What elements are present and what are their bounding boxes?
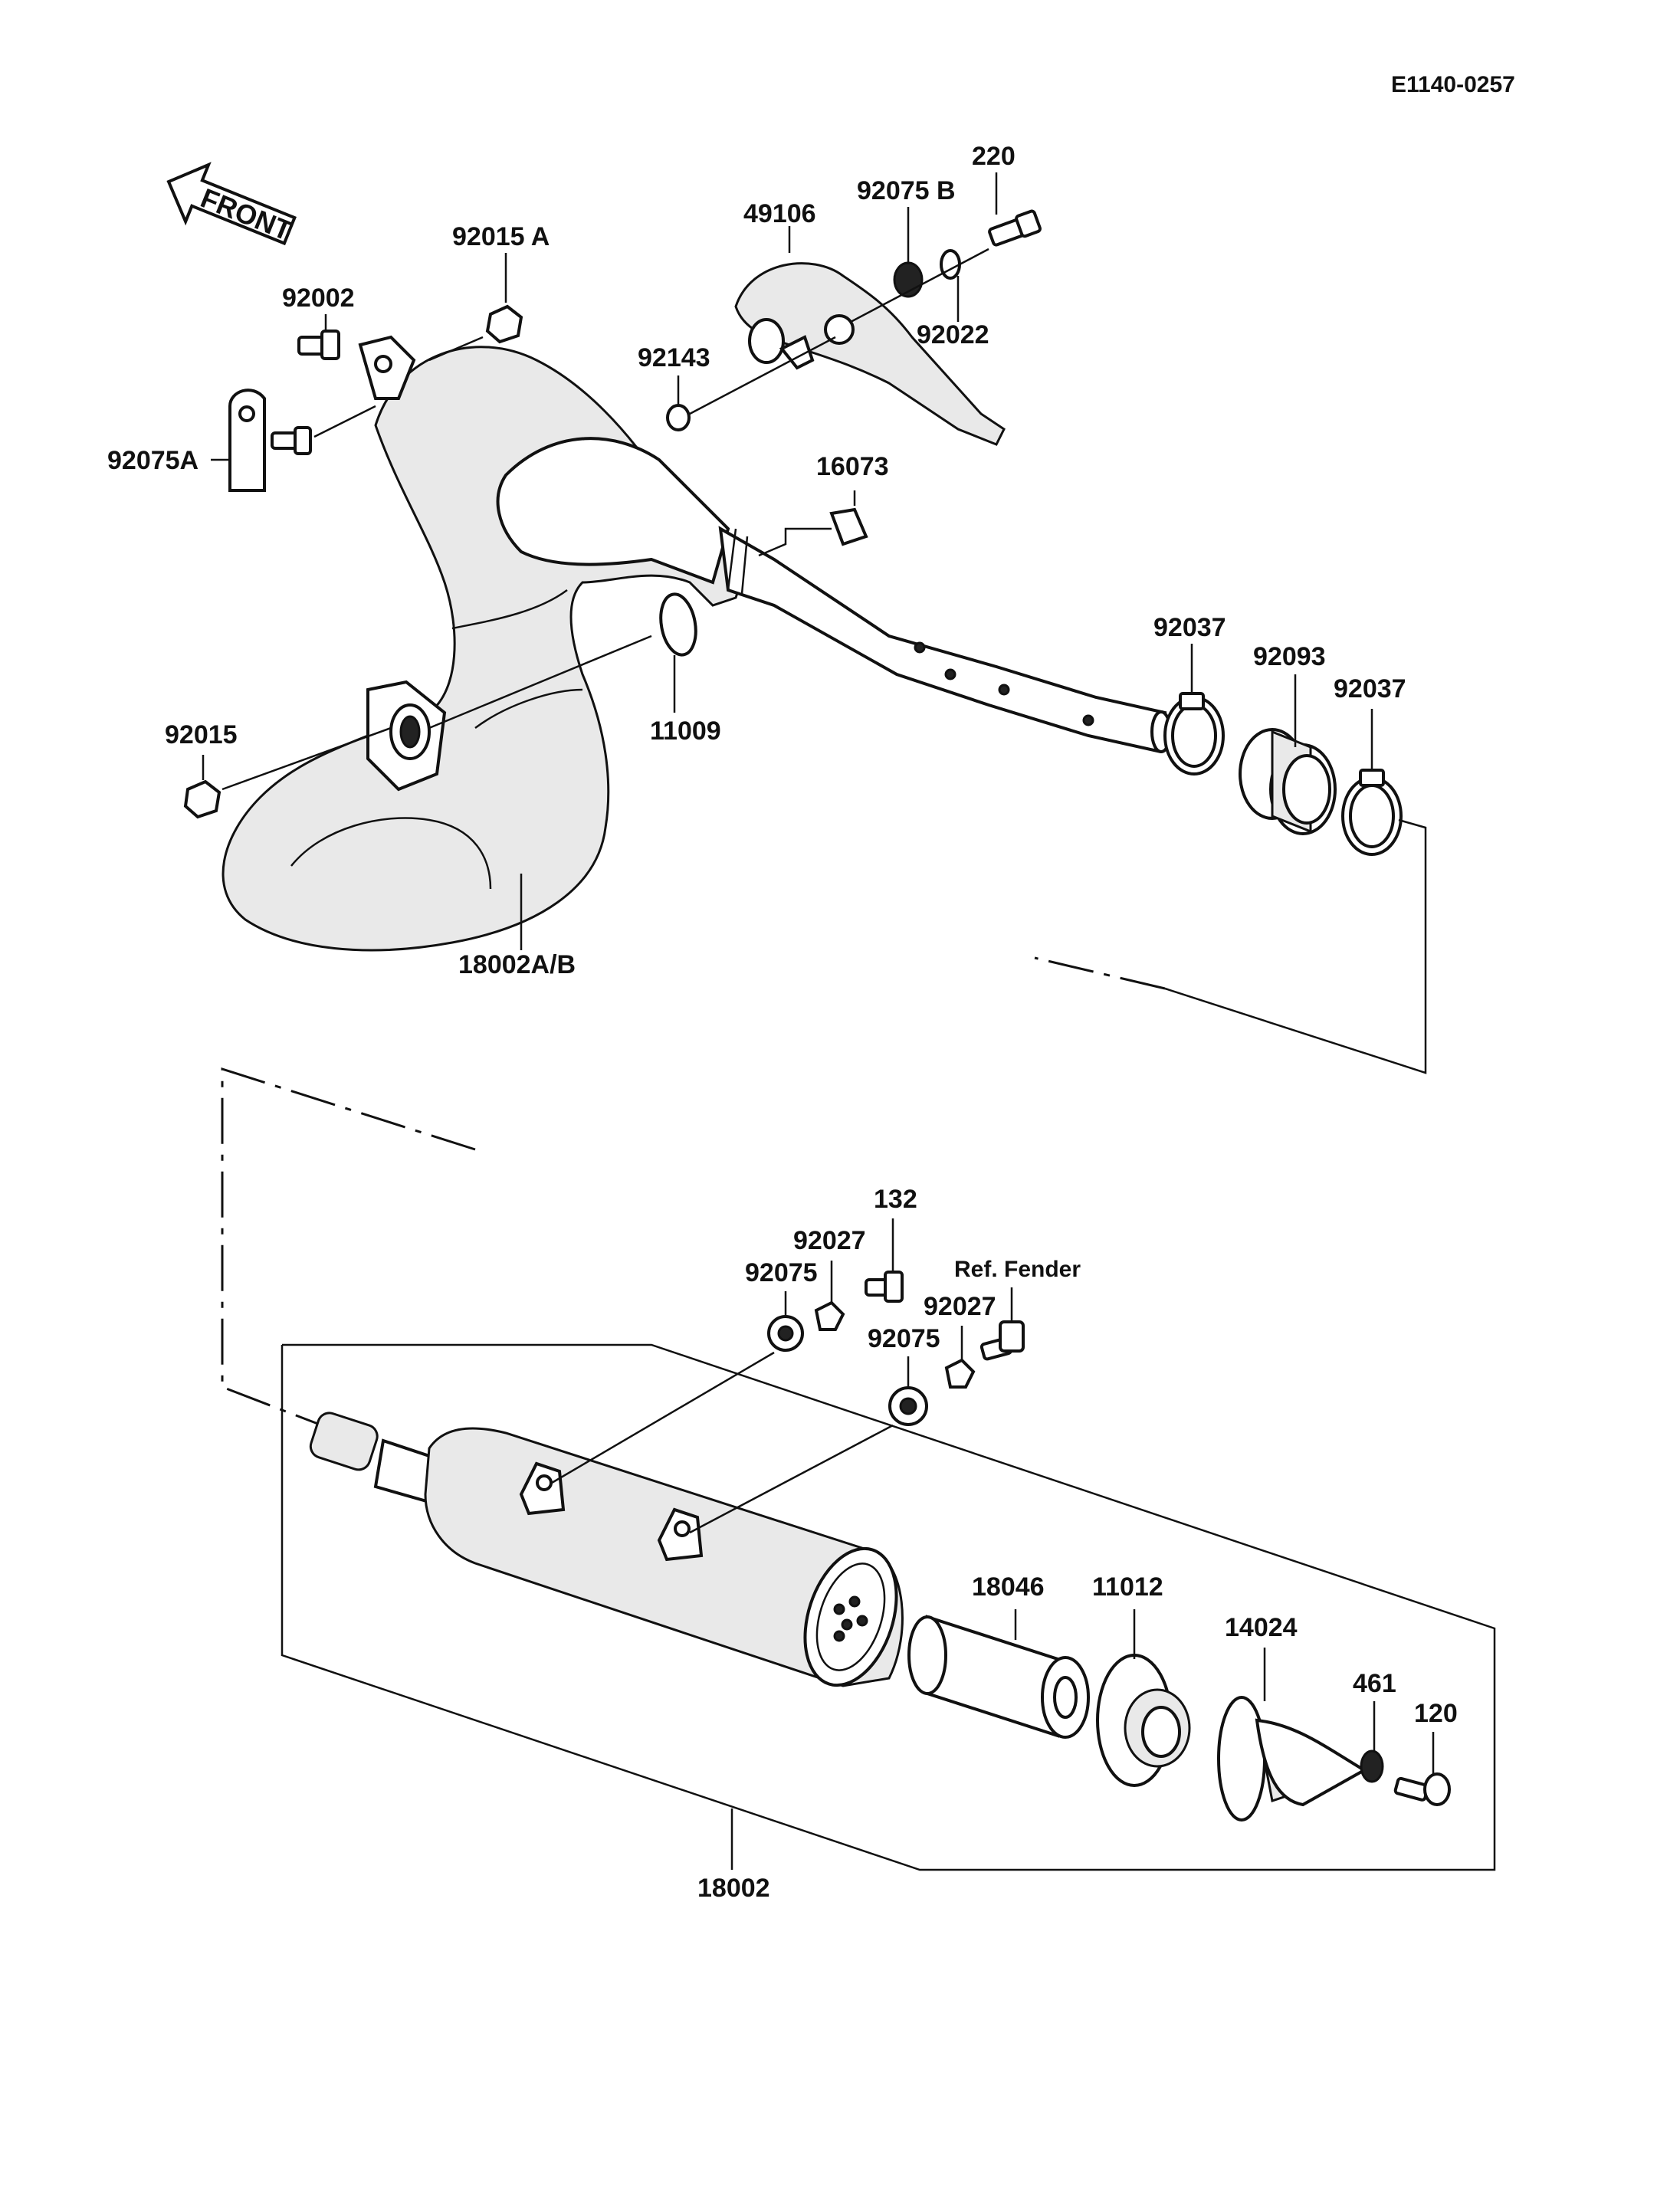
collar-92143 [666, 404, 691, 431]
label-92075a: 92075A [107, 446, 199, 475]
bracket-92075a [228, 389, 312, 492]
front-arrow-icon: FRONT [166, 162, 297, 247]
nut-92015 [183, 779, 221, 819]
gasket-11012 [1096, 1654, 1191, 1787]
washer-92027-upper [814, 1300, 845, 1331]
nut-92015a [485, 304, 523, 344]
label-11012: 11012 [1092, 1572, 1163, 1602]
label-92093: 92093 [1253, 642, 1326, 671]
packing-18046 [907, 1615, 1090, 1739]
bolt-ref-fender [979, 1320, 1025, 1361]
label-92002: 92002 [282, 284, 355, 313]
joint-tube-92093 [1239, 728, 1337, 835]
label-18002: 18002 [697, 1874, 770, 1903]
clamp-92037-front [1163, 692, 1225, 776]
label-49106: 49106 [743, 199, 816, 228]
o-ring-11009 [659, 592, 697, 657]
label-92022: 92022 [917, 320, 989, 349]
diagram-code: E1140-0257 [1391, 72, 1515, 97]
expansion-chamber [221, 335, 1172, 952]
label-92015: 92015 [165, 720, 238, 749]
label-18046: 18046 [972, 1572, 1045, 1602]
label-92143: 92143 [638, 343, 710, 372]
label-14024: 14024 [1225, 1613, 1298, 1642]
label-92015a: 92015 A [452, 222, 550, 251]
clip-16073 [829, 507, 868, 546]
label-92037-front: 92037 [1153, 613, 1226, 642]
label-92075-upper: 92075 [745, 1258, 818, 1287]
label-132: 132 [874, 1185, 917, 1214]
bolt-92002 [297, 330, 340, 360]
bolt-220 [988, 209, 1042, 247]
label-92027-lower: 92027 [924, 1292, 996, 1321]
heat-guard-49106 [734, 262, 1006, 446]
label-92075b: 92075 B [857, 176, 956, 205]
washer-92027-lower [944, 1358, 976, 1389]
clamp-92037-rear [1341, 769, 1403, 856]
label-16073: 16073 [816, 452, 889, 481]
washer-461 [1360, 1749, 1384, 1783]
muffler-18002 [309, 1412, 904, 1687]
washer-92022 [940, 249, 961, 280]
bolt-132 [865, 1271, 904, 1303]
label-461: 461 [1353, 1669, 1396, 1698]
label-120: 120 [1414, 1699, 1458, 1728]
muffler-frame [281, 1343, 1496, 1871]
label-11009: 11009 [650, 716, 721, 746]
label-92075-lower: 92075 [868, 1324, 940, 1353]
front-label: FRONT [196, 182, 296, 246]
label-ref-fender: Ref. Fender [954, 1257, 1081, 1282]
label-220: 220 [972, 142, 1016, 171]
bolt-120 [1393, 1772, 1451, 1806]
label-18002ab: 18002A/B [458, 950, 576, 979]
label-92037-rear: 92037 [1334, 674, 1406, 703]
cap-14024 [1217, 1696, 1368, 1822]
label-92027-upper: 92027 [793, 1226, 866, 1255]
